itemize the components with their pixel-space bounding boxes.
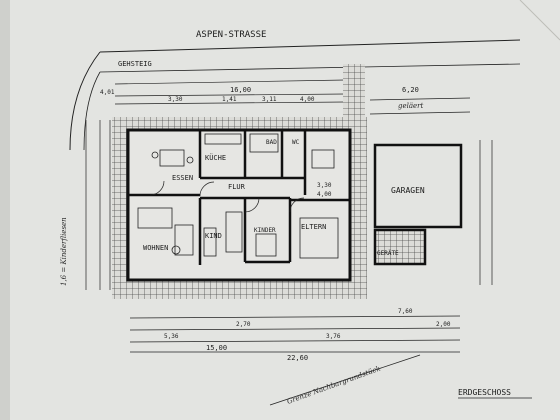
street-line (99, 39, 521, 53)
bottom-dim-row-3 (129, 339, 461, 343)
dim-height-2: 4,00 (317, 191, 332, 198)
room-wc: WC (292, 139, 300, 146)
room-bad: BAD (266, 139, 277, 146)
geraete-room (373, 228, 427, 266)
street-name: ASPEN-STRASSE (196, 30, 266, 40)
furniture (137, 133, 339, 259)
road-curve (69, 51, 101, 151)
top-dim-row-1 (114, 79, 346, 85)
floor-title: ERDGESCHOSS (458, 388, 511, 397)
room-kueche: KÜCHE (205, 153, 226, 162)
room-wohnen: WOHNEN (143, 244, 168, 252)
room-eltern: ELTERN (301, 223, 326, 231)
room-essen: ESSEN (172, 174, 193, 182)
dim-bottom-4: 2,00 (436, 321, 451, 328)
fold-line (519, 0, 560, 41)
dim-bottom-2: 2,70 (236, 321, 251, 328)
sidewalk-label: GEHSTEIG (118, 60, 152, 68)
room-flur: FLUR (228, 183, 246, 191)
house-body (126, 128, 352, 282)
room-kind: KIND (205, 232, 222, 240)
dim-height-1: 3,30 (317, 182, 332, 189)
garage-body (373, 143, 463, 229)
room-kinder: KINDER (254, 227, 276, 234)
dim-top-2: 3,30 (168, 96, 183, 103)
dim-garage-width: 6,20 (402, 86, 419, 94)
sidewalk-curve (83, 71, 101, 151)
dim-bottom-total: 22,60 (287, 354, 308, 362)
top-dim-row-2 (114, 93, 346, 97)
dim-bottom-1: 5,36 (164, 333, 179, 340)
dim-top-1: 4,01 (100, 89, 115, 96)
room-geraete: GERÄTE (377, 250, 399, 257)
dim-right-garage: 7,60 (398, 308, 413, 315)
side-note: 1,6 = Kinderfliesen (60, 217, 68, 286)
sidewalk-line (99, 63, 521, 73)
room-garagen: GARAGEN (391, 186, 425, 195)
chimney-strip (343, 64, 365, 126)
garage-dim-row-1 (369, 97, 471, 101)
dim-top-overall: 16,00 (230, 86, 251, 94)
bottom-note: Grenze Nachbargrundstück (286, 365, 382, 406)
interior-walls (128, 130, 350, 265)
top-dim-row-3 (114, 101, 346, 105)
dim-top-3: 1,41 (222, 96, 237, 103)
bottom-dim-row-1 (129, 315, 461, 319)
note-gelaert: geläert (398, 102, 424, 110)
dim-bottom-3: 3,76 (326, 333, 341, 340)
bottom-dim-row-2 (129, 327, 461, 331)
garage-dim-row-2 (369, 111, 471, 115)
dim-bottom-overall: 15,00 (206, 344, 227, 352)
property-boundary (269, 354, 421, 406)
left-margin (0, 0, 10, 420)
dim-top-5: 4,00 (300, 96, 315, 103)
dim-top-4: 3,11 (262, 96, 277, 103)
door-swings (149, 180, 305, 213)
